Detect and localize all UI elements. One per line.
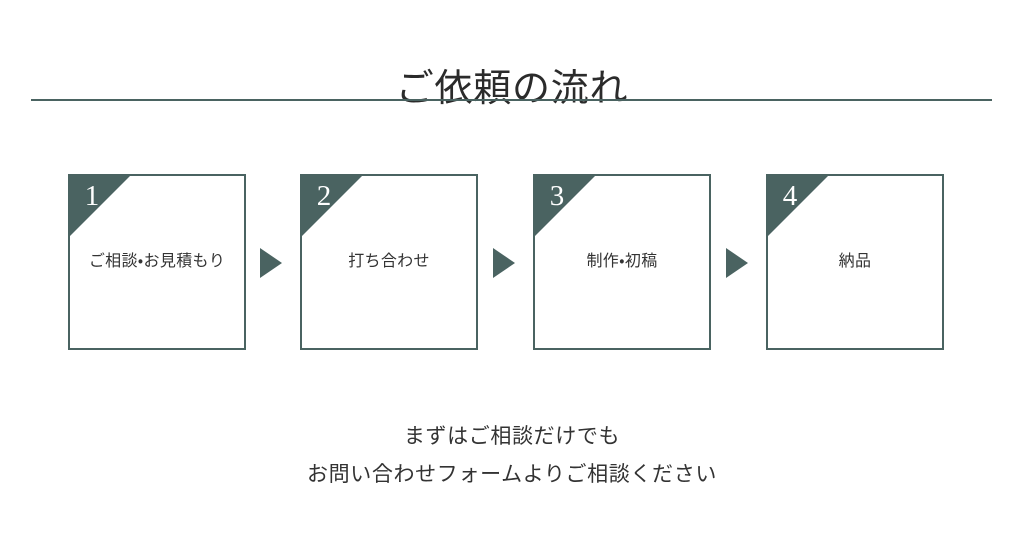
step-corner-flag-icon [768, 176, 828, 236]
step-number-1: 1 [84, 180, 100, 212]
flow-step-2: 2 打ち合わせ [300, 174, 478, 350]
step-corner-flag-icon [535, 176, 595, 236]
step-number-2: 2 [316, 180, 332, 212]
step-label-1: ご相談・お見積もり [88, 253, 226, 270]
flow-step-4: 4 納品 [766, 174, 944, 350]
step-number-3: 3 [549, 180, 565, 212]
flow-arrow-2-to-3-icon [493, 248, 515, 278]
footer-line-1: まずはご相談だけでも [403, 425, 621, 448]
flow-step-1: 1 ご相談・お見積もり [68, 174, 246, 350]
step-corner-flag-icon [302, 176, 362, 236]
step-corner-flag-icon [70, 176, 130, 236]
page-title: ご依頼の流れ [395, 68, 629, 111]
step-label-3: 制作・初稿 [586, 253, 658, 270]
footer-line-2: お問い合わせフォームよりご相談ください [307, 463, 717, 486]
flow-steps-row: 1 ご相談・お見積もり 2 打ち合わせ 3 制作・初稿 4 納品 [68, 174, 948, 352]
step-number-4: 4 [782, 180, 798, 212]
flow-arrow-1-to-2-icon [260, 248, 282, 278]
footer-note: まずはご相談だけでも お問い合わせフォームよりご相談ください [0, 418, 1024, 494]
title-divider [31, 99, 992, 101]
step-label-4: 納品 [838, 253, 872, 270]
flow-arrow-3-to-4-icon [726, 248, 748, 278]
step-label-2: 打ち合わせ [348, 253, 430, 270]
flow-step-3: 3 制作・初稿 [533, 174, 711, 350]
